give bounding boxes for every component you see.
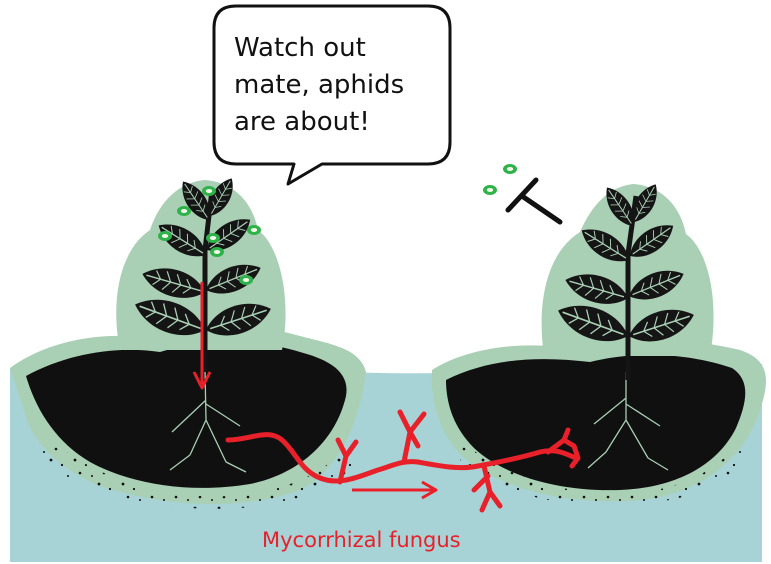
inhibit-t-icon xyxy=(508,180,560,222)
speech-line-2: mate, aphids xyxy=(234,67,434,104)
speech-line-3: are about! xyxy=(234,104,434,141)
speech-bubble-text: Watch out mate, aphids are about! xyxy=(234,30,434,141)
blocked-aphids xyxy=(483,164,517,195)
right-plant xyxy=(542,180,714,380)
fungus-label: Mycorrhizal fungus xyxy=(262,528,461,552)
speech-line-1: Watch out xyxy=(234,30,434,67)
